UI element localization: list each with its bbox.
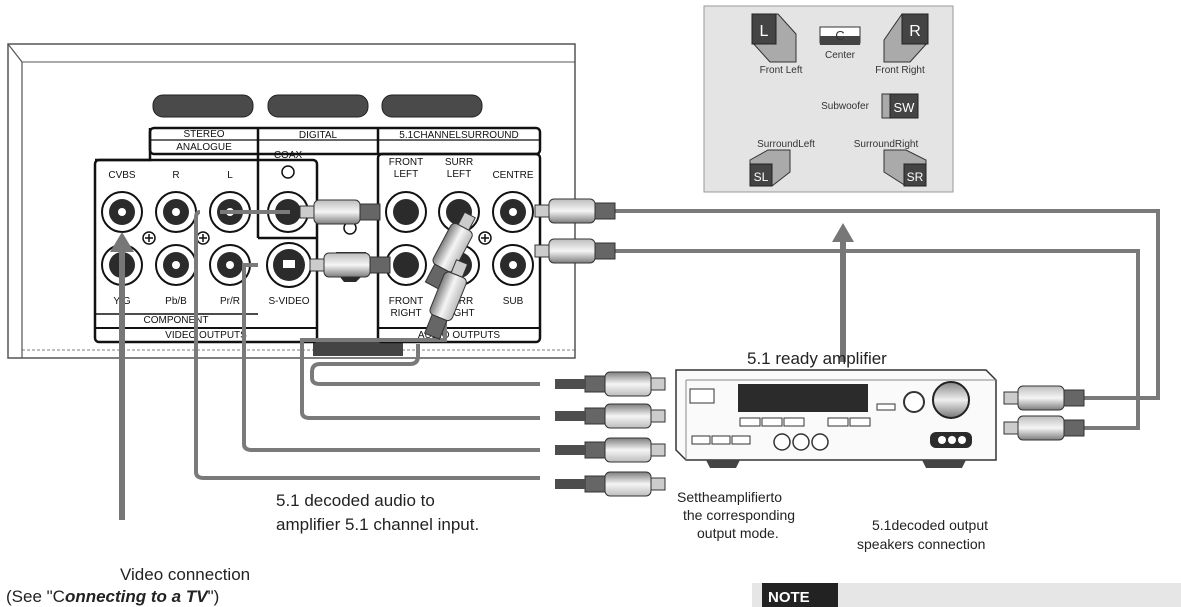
- cable-surr-right: [242, 263, 540, 452]
- jack-label-cvbs: CVBS: [108, 170, 136, 181]
- center-speaker-icon: C: [819, 26, 861, 45]
- front-right-speaker-icon: R: [883, 13, 929, 63]
- decoded-audio-caption-2: amplifier 5.1 channel input.: [276, 515, 479, 534]
- jack-label-front-right-1: FRONT: [389, 296, 423, 307]
- jack-label-pr-r: Pr/R: [220, 296, 240, 307]
- see-tv-caption: (See "Connecting to a TV"): [6, 587, 219, 606]
- rca-plug: [299, 199, 381, 225]
- amplifier: [675, 369, 997, 468]
- rca-plug: [1003, 385, 1085, 411]
- rca-plug: [424, 211, 476, 291]
- jack-label-l: L: [227, 170, 233, 181]
- jack-label-front-left-2: LEFT: [394, 169, 418, 180]
- jack-label-surr-left-1: SURR: [445, 157, 473, 168]
- cable-stereo: [194, 210, 540, 480]
- jack-label-surr-right-2: RIGHT: [443, 308, 474, 319]
- rca-plug: [534, 198, 616, 224]
- video-outputs-label: VIDEO OUTPUTS: [165, 330, 247, 341]
- power-button[interactable]: [689, 388, 715, 404]
- front-left-speaker-icon: L: [751, 13, 797, 63]
- amplifier-caption: 5.1 ready amplifier: [747, 349, 887, 368]
- component-label: COMPONENT: [144, 315, 209, 326]
- cable-centre-to-amp: [595, 209, 1160, 400]
- front-right-label: Front Right: [875, 65, 925, 76]
- rca-plug: [555, 403, 666, 429]
- subwoofer-speaker-icon: SW: [881, 93, 919, 119]
- center-label: Center: [825, 50, 856, 61]
- jack-label-coax: COAX: [274, 150, 303, 161]
- digital-header: DIGITAL: [299, 130, 338, 141]
- audio-outputs-label: AUDIO OUTPUTS: [418, 330, 501, 341]
- volume-knob-icon[interactable]: [932, 381, 970, 419]
- surround-left-speaker-icon: SL: [749, 149, 791, 187]
- player-back-panel: STEREO ANALOGUE DIGITAL 5.1CHANNELSURROU…: [7, 43, 576, 359]
- cable-surr-left: [300, 250, 540, 420]
- stereo-header-1: STEREO: [183, 129, 224, 140]
- cable-sub-to-amp: [595, 249, 1140, 430]
- rca-plug: [309, 252, 391, 278]
- rca-jack-pb-b[interactable]: [155, 244, 197, 286]
- speakers-connection-caption-1: 5.1decoded output: [872, 517, 988, 533]
- vent-slot: [152, 94, 254, 118]
- rca-jack-front-left[interactable]: [385, 191, 427, 233]
- rca-jack-pr-r[interactable]: [209, 244, 251, 286]
- rca-jack-sub[interactable]: [492, 244, 534, 286]
- surround-right-label: SurroundRight: [854, 139, 919, 150]
- rca-plug: [423, 259, 469, 340]
- jack-label-sub: SUB: [503, 296, 524, 307]
- set-amplifier-caption-1: Settheamplifierto: [677, 489, 782, 505]
- amplifier-display: [738, 384, 868, 412]
- rca-plugs: [299, 198, 1085, 497]
- jack-label-surr-left-2: LEFT: [447, 169, 471, 180]
- vent-slot: [267, 94, 369, 118]
- front-left-badge: L: [760, 23, 769, 40]
- surround-left-label: SurroundLeft: [757, 139, 815, 150]
- subwoofer-badge: SW: [894, 100, 916, 115]
- rca-jack-cvbs[interactable]: [101, 191, 143, 233]
- jack-label-s-video: S-VIDEO: [268, 296, 309, 307]
- jack-label-centre: CENTRE: [492, 170, 533, 181]
- rca-plug: [1003, 415, 1085, 441]
- rca-jack-r[interactable]: [155, 191, 197, 233]
- speaker-layout-box: L Front Left C Center R Front Right Subw…: [703, 5, 954, 193]
- small-knob-icon[interactable]: [903, 391, 925, 413]
- speakers-connection-caption-2: speakers connection: [857, 536, 985, 552]
- rca-plug: [555, 371, 666, 397]
- panel-foot: [313, 342, 403, 356]
- rca-jack-centre[interactable]: [492, 191, 534, 233]
- jack-label-r: R: [172, 170, 179, 181]
- subwoofer-label: Subwoofer: [821, 101, 869, 112]
- set-amplifier-caption-3: output mode.: [697, 525, 779, 541]
- cable-front-right: [310, 344, 540, 386]
- rca-jack-front-right[interactable]: [385, 244, 427, 286]
- cables: [194, 209, 1160, 480]
- set-amplifier-caption-2: the corresponding: [683, 507, 795, 523]
- speaker-arrow-icon: [832, 223, 854, 362]
- front-right-badge: R: [909, 23, 921, 40]
- surround-right-speaker-icon: SR: [883, 149, 927, 187]
- jack-label-front-right-2: RIGHT: [390, 308, 421, 319]
- jack-label-pb-b: Pb/B: [165, 296, 187, 307]
- plus-marker: [142, 231, 492, 245]
- vent-slot: [381, 94, 483, 118]
- note-label: NOTE: [762, 583, 838, 607]
- rca-plug: [555, 437, 666, 463]
- surround-header: 5.1CHANNELSURROUND: [399, 130, 518, 141]
- surround-left-badge: SL: [754, 170, 769, 184]
- s-video-jack[interactable]: [266, 242, 312, 288]
- jack-label-front-left-1: FRONT: [389, 157, 423, 168]
- video-connection-caption: Video connection: [120, 565, 250, 584]
- see-tv-suffix: "): [208, 587, 220, 606]
- video-connection-arrow-icon: [110, 232, 134, 520]
- rca-plug: [534, 238, 616, 264]
- rca-plug: [555, 471, 666, 497]
- center-badge: C: [835, 28, 844, 43]
- stereo-header-2: ANALOGUE: [176, 142, 232, 153]
- see-tv-emphasis: onnecting to a TV: [65, 587, 209, 606]
- surround-right-badge: SR: [907, 170, 924, 184]
- front-left-label: Front Left: [760, 65, 803, 76]
- see-tv-prefix: (See "C: [6, 587, 65, 606]
- decoded-audio-caption-1: 5.1 decoded audio to: [276, 491, 435, 510]
